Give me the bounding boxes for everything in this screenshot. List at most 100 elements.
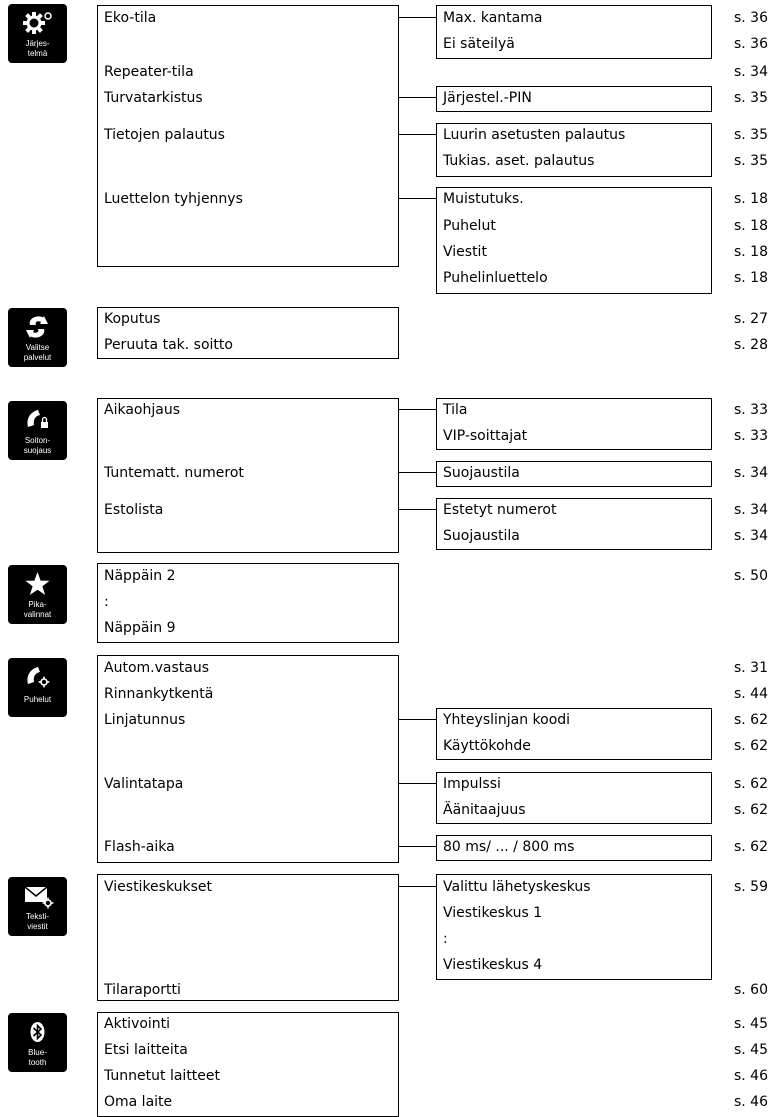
submenu-item[interactable]: Valittu lähetyskeskus <box>443 879 591 895</box>
page-ref: s. 62 <box>733 712 768 728</box>
icon-caption: Puhelut <box>23 695 52 704</box>
connector-line <box>399 509 436 510</box>
menu-item-koputus[interactable]: Koputus <box>104 311 161 327</box>
submenu-item[interactable]: Tukias. aset. palautus <box>443 153 595 169</box>
submenu-item[interactable]: Ei säteilyä <box>443 36 515 52</box>
menu-box-services <box>97 307 399 359</box>
submenu-item[interactable]: Estetyt numerot <box>443 502 557 518</box>
submenu-item[interactable]: Max. kantama <box>443 10 543 26</box>
menu-item-eko-tila[interactable]: Eko-tila <box>104 10 157 26</box>
menu-item-nappain-9[interactable]: Näppäin 9 <box>104 620 176 636</box>
icon-caption: tooth <box>28 1058 47 1067</box>
menu-item-valintatapa[interactable]: Valintatapa <box>104 776 184 792</box>
page-ref: s. 34 <box>733 528 768 544</box>
menu-item-autom-vastaus[interactable]: Autom.vastaus <box>104 660 209 676</box>
submenu-item[interactable]: Järjestel.-PIN <box>443 90 532 106</box>
menu-box-call-protection <box>97 398 399 553</box>
submenu-box <box>436 461 712 487</box>
submenu-box <box>436 498 712 550</box>
page-ref: s. 18 <box>733 218 768 234</box>
page-ref: s. 62 <box>733 738 768 754</box>
submenu-item[interactable]: Tila <box>443 402 468 418</box>
menu-item-nappain-2[interactable]: Näppäin 2 <box>104 568 176 584</box>
page-ref: s. 18 <box>733 244 768 260</box>
submenu-item[interactable]: Puhelut <box>443 218 496 234</box>
submenu-item[interactable]: Puhelinluettelo <box>443 270 548 286</box>
menu-item-turvatarkistus[interactable]: Turvatarkistus <box>104 90 203 106</box>
connector-line <box>399 134 436 135</box>
menu-item-tunnetut-laitteet[interactable]: Tunnetut laitteet <box>104 1068 221 1084</box>
connector-line <box>399 17 436 18</box>
icon-caption: Järjes- <box>25 39 50 48</box>
submenu-item[interactable]: Impulssi <box>443 776 501 792</box>
page-ref: s. 35 <box>733 127 768 143</box>
menu-item-rinnankytkenta[interactable]: Rinnankytkentä <box>104 686 214 702</box>
menu-item-repeater-tila[interactable]: Repeater-tila <box>104 64 194 80</box>
submenu-item[interactable]: Viestikeskus 4 <box>443 957 543 973</box>
bluetooth-icon <box>30 1022 45 1042</box>
submenu-item[interactable]: Suojaustila <box>443 465 520 481</box>
system-section-icon: Järjes- telmä <box>8 4 67 63</box>
connector-line <box>399 846 436 847</box>
submenu-box <box>436 123 712 177</box>
menu-item-luettelon-tyhjennys[interactable]: Luettelon tyhjennys <box>104 191 243 207</box>
phone-settings-icon <box>27 667 50 688</box>
icon-caption: telmä <box>27 49 48 58</box>
submenu-box <box>436 187 712 294</box>
submenu-item[interactable]: Viestikeskus 1 <box>443 905 543 921</box>
menu-item-estolista[interactable]: Estolista <box>104 502 164 518</box>
submenu-item[interactable]: Luurin asetusten palautus <box>443 127 626 143</box>
page-ref: s. 46 <box>733 1094 768 1110</box>
text-messages-section-icon: Teksti- viestit <box>8 877 67 936</box>
submenu-item[interactable]: Äänitaajuus <box>443 802 526 818</box>
submenu-item[interactable]: Käyttökohde <box>443 738 531 754</box>
submenu-item[interactable]: 80 ms/ ... / 800 ms <box>443 839 575 855</box>
menu-item-flash-aika[interactable]: Flash-aika <box>104 839 175 855</box>
page-ref: s. 33 <box>733 402 768 418</box>
menu-item-tuntematt-numerot[interactable]: Tuntematt. numerot <box>104 465 244 481</box>
menu-box-bluetooth <box>97 1012 399 1117</box>
page-ref: s. 28 <box>733 337 768 353</box>
menu-item-tilaraportti[interactable]: Tilaraportti <box>104 982 181 998</box>
menu-item-etsi-laitteita[interactable]: Etsi laitteita <box>104 1042 188 1058</box>
page-ref: s. 62 <box>733 776 768 792</box>
menu-item-viestikeskukset[interactable]: Viestikeskukset <box>104 879 213 895</box>
connector-line <box>399 409 436 410</box>
page-ref: s. 18 <box>733 270 768 286</box>
star-icon <box>25 572 50 595</box>
submenu-item[interactable]: Muistutuks. <box>443 191 524 207</box>
calls-section-icon: Puhelut <box>8 658 67 717</box>
menu-item-linjatunnus[interactable]: Linjatunnus <box>104 712 186 728</box>
connector-line <box>399 719 436 720</box>
message-settings-icon <box>24 886 54 909</box>
menu-item-aktivointi[interactable]: Aktivointi <box>104 1016 171 1032</box>
page-ref: s. 34 <box>733 64 768 80</box>
submenu-box <box>436 708 712 760</box>
page-ref: s. 50 <box>733 568 768 584</box>
submenu-item[interactable]: VIP-soittajat <box>443 428 528 444</box>
menu-item-peruuta-tak-soitto[interactable]: Peruuta tak. soitto <box>104 337 233 353</box>
submenu-item[interactable]: Suojaustila <box>443 528 520 544</box>
page-ref: s. 46 <box>733 1068 768 1084</box>
menu-item-oma-laite[interactable]: Oma laite <box>104 1094 173 1110</box>
gear-system-icon <box>23 12 52 34</box>
page-ref: s. 62 <box>733 802 768 818</box>
submenu-item-ellipsis: : <box>443 931 448 947</box>
connector-line <box>399 472 436 473</box>
submenu-item[interactable]: Viestit <box>443 244 487 260</box>
icon-caption: Blue- <box>28 1048 47 1057</box>
submenu-item[interactable]: Yhteyslinjan koodi <box>443 712 571 728</box>
connector-line <box>399 198 436 199</box>
menu-item-tietojen-palautus[interactable]: Tietojen palautus <box>104 127 225 143</box>
page-ref: s. 45 <box>733 1016 768 1032</box>
menu-item-aikaohjaus[interactable]: Aikaohjaus <box>104 402 180 418</box>
page-ref: s. 44 <box>733 686 768 702</box>
page-ref: s. 45 <box>733 1042 768 1058</box>
menu-box-text-messages <box>97 874 399 1001</box>
page-ref: s. 35 <box>733 153 768 169</box>
submenu-box <box>436 398 712 450</box>
menu-box-system <box>97 5 399 267</box>
icon-caption: Soiton- <box>24 436 51 445</box>
icon-caption: viestit <box>27 922 48 931</box>
menu-box-speed-dial <box>97 563 399 643</box>
